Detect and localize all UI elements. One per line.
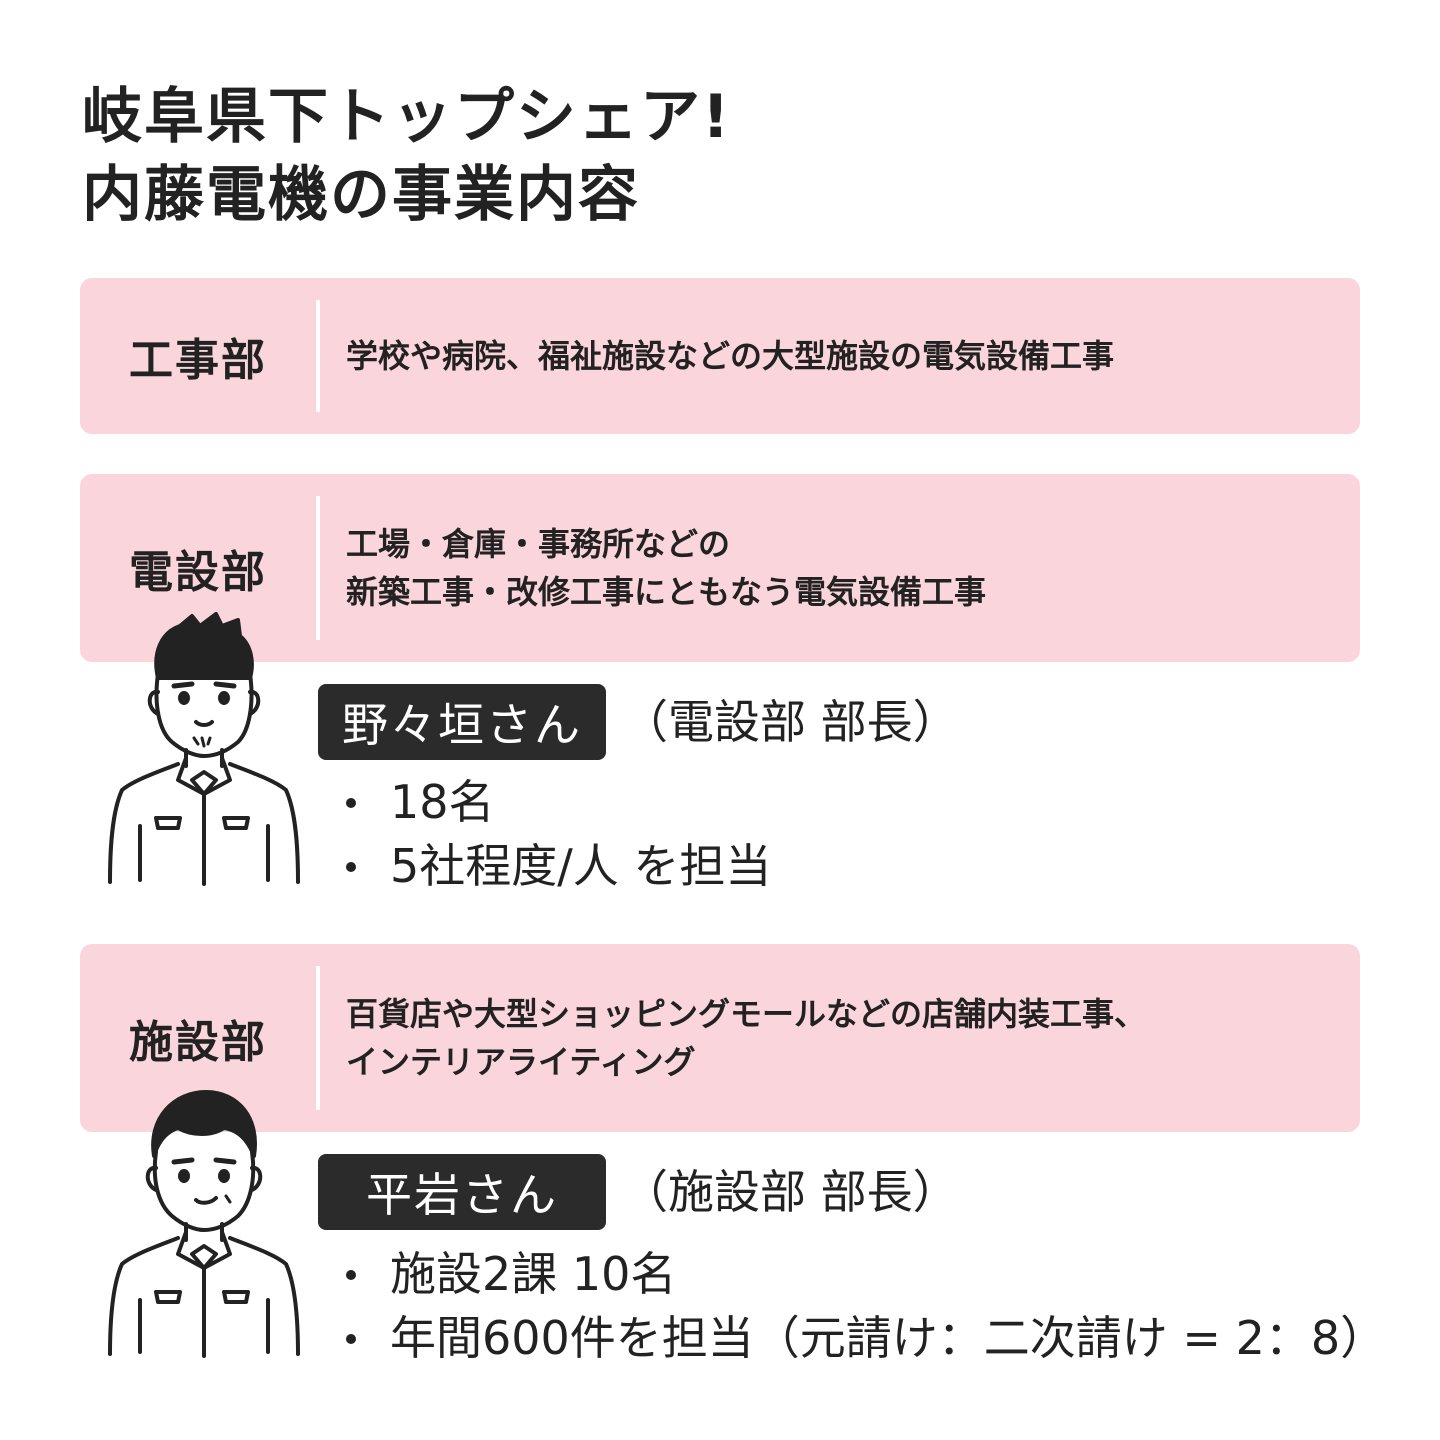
department-card-densetsu: 電設部 工場・倉庫・事務所などの 新築工事・改修工事にともなう電気設備工事	[80, 474, 1360, 662]
page-title-line-2: 内藤電機の事業内容	[82, 160, 640, 230]
department-card-kouji: 工事部 学校や病院、福祉施設などの大型施設の電気設備工事	[80, 278, 1360, 434]
department-description: 工場・倉庫・事務所などの 新築工事・改修工事にともなう電気設備工事	[346, 474, 1320, 662]
description-line: インテリアライティング	[346, 1043, 696, 1081]
page-title-line-1: 岐阜県下トップシェア!	[82, 82, 732, 152]
department-description: 百貨店や大型ショッピングモールなどの店舗内装工事、 インテリアライティング	[346, 944, 1320, 1132]
department-name: 施設部	[129, 1017, 267, 1068]
person-facts: 18名 5社程度/人 を担当	[340, 770, 771, 898]
description-line: 百貨店や大型ショッピングモールなどの店舗内装工事、	[346, 995, 1147, 1033]
card-divider	[316, 496, 320, 640]
fact-item: 18名	[340, 770, 771, 834]
person-name-tag: 平岩さん	[318, 1154, 606, 1230]
person-role: （施設部 部長）	[622, 1165, 959, 1219]
person-role: （電設部 部長）	[622, 695, 959, 749]
fact-item: 施設2課 10名	[340, 1242, 1386, 1306]
department-name: 電設部	[129, 547, 267, 598]
description-line: 新築工事・改修工事にともなう電気設備工事	[346, 573, 987, 611]
department-description: 学校や病院、福祉施設などの大型施設の電気設備工事	[346, 278, 1320, 434]
description-line: 学校や病院、福祉施設などの大型施設の電気設備工事	[346, 337, 1115, 375]
page-title: 岐阜県下トップシェア! 内藤電機の事業内容	[82, 78, 731, 234]
worker-with-goatee-icon	[108, 612, 300, 886]
description-line: 工場・倉庫・事務所などの	[346, 525, 731, 563]
card-divider	[316, 300, 320, 412]
department-card-shisetsu: 施設部 百貨店や大型ショッピングモールなどの店舗内装工事、 インテリアライティン…	[80, 944, 1360, 1132]
department-name: 工事部	[129, 335, 267, 386]
card-divider	[316, 966, 320, 1110]
fact-item: 年間600件を担当（元請け：二次請け = 2：8）	[340, 1306, 1386, 1370]
person-name-tag: 野々垣さん	[318, 684, 606, 760]
person-facts: 施設2課 10名 年間600件を担当（元請け：二次請け = 2：8）	[340, 1242, 1386, 1370]
worker-icon	[108, 1090, 300, 1358]
fact-item: 5社程度/人 を担当	[340, 834, 771, 898]
